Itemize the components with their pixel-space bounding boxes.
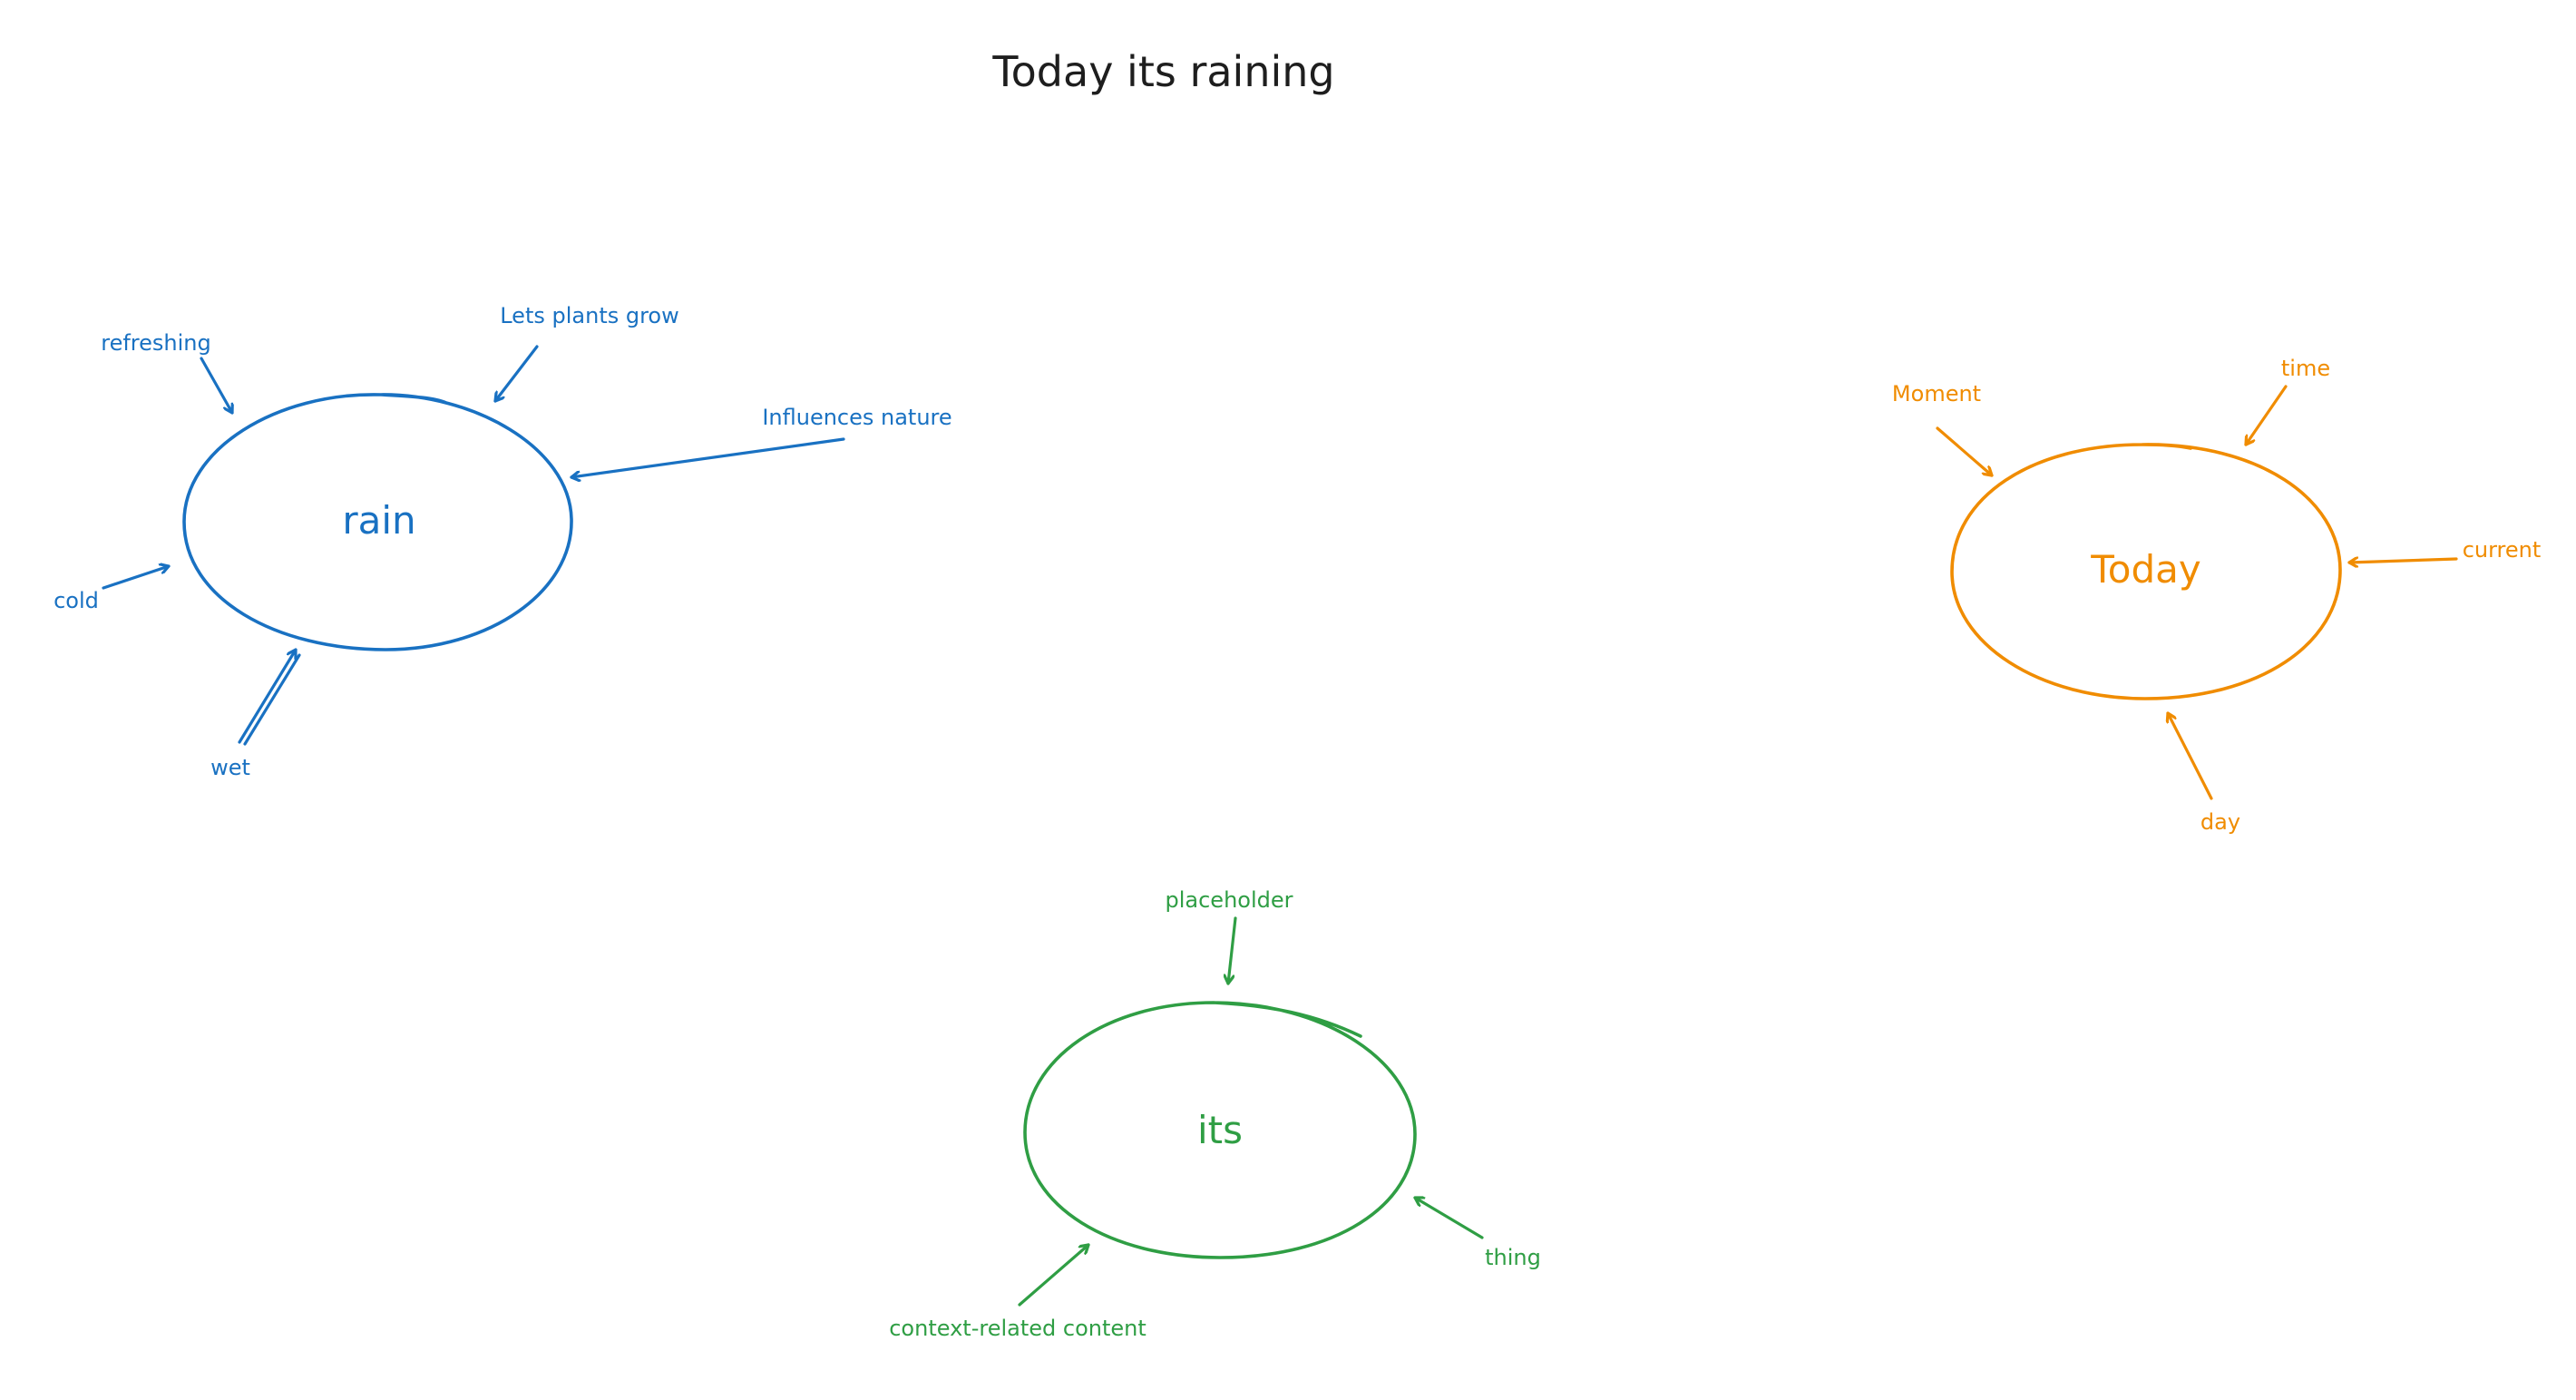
arrow-refreshing-to-rain[interactable]: [200, 357, 232, 415]
arrow-wet-to-rain[interactable]: [238, 648, 298, 744]
rain-ellipse[interactable]: [182, 393, 573, 651]
its-label-thing: thing: [1485, 1245, 1541, 1270]
today-ellipse[interactable]: [1950, 443, 2342, 700]
its-ellipse[interactable]: [1023, 1001, 1417, 1259]
rain-label-cold: cold: [54, 588, 99, 613]
arrow-day-to-today[interactable]: [2168, 711, 2213, 800]
arrow-wet-to-rain-stroke2: [243, 653, 301, 746]
today-node-label: Today: [2090, 547, 2200, 592]
its-node-label: its: [1197, 1108, 1243, 1152]
arrow-cold-to-rain[interactable]: [102, 566, 171, 590]
arrow-current-to-today[interactable]: [2347, 559, 2458, 563]
arrow-time-to-today[interactable]: [2244, 385, 2288, 446]
today-cluster: Today Moment time current day: [1892, 356, 2541, 835]
its-label-context-related-content: context-related content: [889, 1316, 1147, 1341]
rain-label-lets-plants-grow: Lets plants grow: [500, 303, 679, 328]
rain-label-influences-nature: Influences nature: [762, 405, 951, 430]
arrow-context-related-content-to-its[interactable]: [1018, 1243, 1090, 1307]
rain-label-refreshing: refreshing: [101, 330, 211, 356]
today-label-day: day: [2200, 809, 2240, 835]
arrow-thing-to-its[interactable]: [1413, 1198, 1484, 1239]
arrow-placeholder-to-its[interactable]: [1228, 916, 1237, 985]
arrow-lets-plants-grow-to-rain[interactable]: [493, 345, 539, 403]
diagram-title: Today its raining: [991, 47, 1334, 96]
rain-cluster: rain refreshing Lets plants grow Influen…: [54, 303, 952, 780]
today-label-time: time: [2281, 356, 2330, 381]
arrow-influences-nature-to-rain[interactable]: [570, 437, 845, 477]
its-cluster: its placeholder thing context-related co…: [889, 887, 1541, 1341]
rain-node-label: rain: [342, 498, 415, 543]
rain-label-wet: wet: [210, 755, 250, 780]
today-label-moment: Moment: [1892, 381, 1981, 406]
arrow-moment-to-today[interactable]: [1936, 426, 1994, 477]
today-label-current: current: [2463, 537, 2542, 563]
its-label-placeholder: placeholder: [1166, 887, 1293, 913]
